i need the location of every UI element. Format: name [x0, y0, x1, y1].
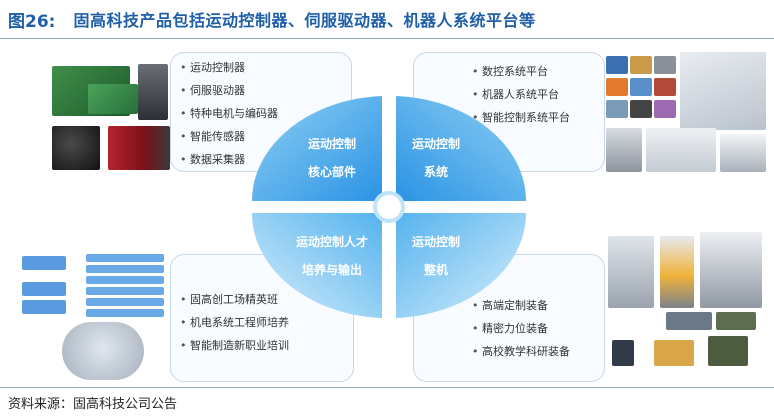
- quadrant-label-line: 整机: [423, 263, 448, 277]
- machines-list: 高端定制装备 精密力位装备 高校教学科研装备: [472, 294, 570, 363]
- equipment-image: [700, 232, 762, 308]
- quadrant-bottom-right-label: 运动控制 整机: [396, 228, 476, 284]
- equipment-image: [716, 312, 756, 330]
- source-note: 资料来源：固高科技公司公告: [8, 397, 178, 412]
- servo-motor-image: [52, 126, 100, 170]
- equipment-image: [660, 236, 694, 308]
- equipment-image: [666, 312, 712, 330]
- top-divider: [0, 38, 774, 39]
- production-line-image: [680, 52, 766, 130]
- talent-list: 固高创工场精英班 机电系统工程师培养 智能制造新职业培训: [180, 288, 289, 357]
- list-item: 智能控制系统平台: [472, 106, 570, 129]
- system-thumbnail-image: [606, 78, 628, 96]
- training-bar-icon: [86, 265, 164, 273]
- industrial-pc-image: [138, 64, 168, 120]
- list-item: 智能传感器: [180, 125, 278, 148]
- training-tag-icon: [22, 282, 66, 296]
- figure-header: 图26: 固高科技产品包括运动控制器、伺服驱动器、机器人系统平台等: [8, 6, 535, 32]
- training-bar-icon: [86, 276, 164, 284]
- system-thumbnail-image: [654, 100, 676, 118]
- list-item: 固高创工场精英班: [180, 288, 289, 311]
- figure-title: 固高科技产品包括运动控制器、伺服驱动器、机器人系统平台等: [73, 11, 536, 30]
- equipment-image: [612, 340, 634, 366]
- list-item: 高端定制装备: [472, 294, 570, 317]
- cnc-machine-image: [606, 128, 642, 172]
- quadrant-label-line: 培养与输出: [301, 263, 362, 277]
- equipment-image: [654, 340, 694, 366]
- equipment-image: [708, 336, 748, 366]
- system-thumbnail-image: [654, 78, 676, 96]
- bottom-divider: [0, 387, 774, 388]
- list-item: 智能制造新职业培训: [180, 334, 289, 357]
- quadrant-label-line: 运动控制人才: [295, 235, 368, 249]
- quadrant-label-line: 运动控制: [411, 137, 460, 151]
- list-item: 机电系统工程师培养: [180, 311, 289, 334]
- list-item: 高校教学科研装备: [472, 340, 570, 363]
- systems-list: 数控系统平台 机器人系统平台 智能控制系统平台: [472, 60, 570, 129]
- factory-image: [646, 128, 716, 172]
- quadrant-top-right: [396, 96, 527, 201]
- quadrant-top-left: [251, 96, 382, 201]
- equipment-image: [608, 236, 654, 308]
- training-bar-icon: [86, 287, 164, 295]
- list-item: 运动控制器: [180, 56, 278, 79]
- list-item: 数据采集器: [180, 148, 278, 171]
- list-item: 机器人系统平台: [472, 83, 570, 106]
- list-item: 精密力位装备: [472, 317, 570, 340]
- list-item: 伺服驱动器: [180, 79, 278, 102]
- center-ring-icon: [373, 191, 405, 223]
- core-components-list: 运动控制器 伺服驱动器 特种电机与编码器 智能传感器 数据采集器: [180, 56, 278, 171]
- system-thumbnail-image: [606, 100, 628, 118]
- training-bar-icon: [86, 254, 164, 262]
- quadrant-top-left-label: 运动控制 核心部件: [292, 130, 372, 186]
- training-bar-icon: [86, 298, 164, 306]
- inspection-machine-image: [720, 134, 766, 172]
- quadrant-label-line: 核心部件: [307, 165, 356, 179]
- quadrant-label-line: 运动控制: [307, 137, 356, 151]
- training-bar-icon: [86, 309, 164, 317]
- system-thumbnail-image: [654, 56, 676, 74]
- quadrant-label-line: 系统: [423, 165, 448, 179]
- figure-number: 图26:: [8, 11, 56, 32]
- training-tag-icon: [22, 300, 66, 314]
- system-thumbnail-image: [630, 78, 652, 96]
- training-tag-icon: [22, 256, 66, 270]
- quadrant-bottom-right: [396, 213, 527, 318]
- servo-drive-image: [108, 126, 170, 170]
- list-item: 数控系统平台: [472, 60, 570, 83]
- quadrant-bottom-left-label: 运动控制人才 培养与输出: [282, 228, 382, 284]
- quadrant-top-right-label: 运动控制 系统: [396, 130, 476, 186]
- system-thumbnail-image: [630, 56, 652, 74]
- quadrant-diagram: [251, 96, 527, 318]
- system-thumbnail-image: [606, 56, 628, 74]
- system-thumbnail-image: [630, 100, 652, 118]
- list-item: 特种电机与编码器: [180, 102, 278, 125]
- controller-card-image: [88, 84, 138, 114]
- mascot-icon: [62, 322, 144, 380]
- quadrant-label-line: 运动控制: [411, 235, 460, 249]
- quadrant-bottom-left: [251, 213, 382, 318]
